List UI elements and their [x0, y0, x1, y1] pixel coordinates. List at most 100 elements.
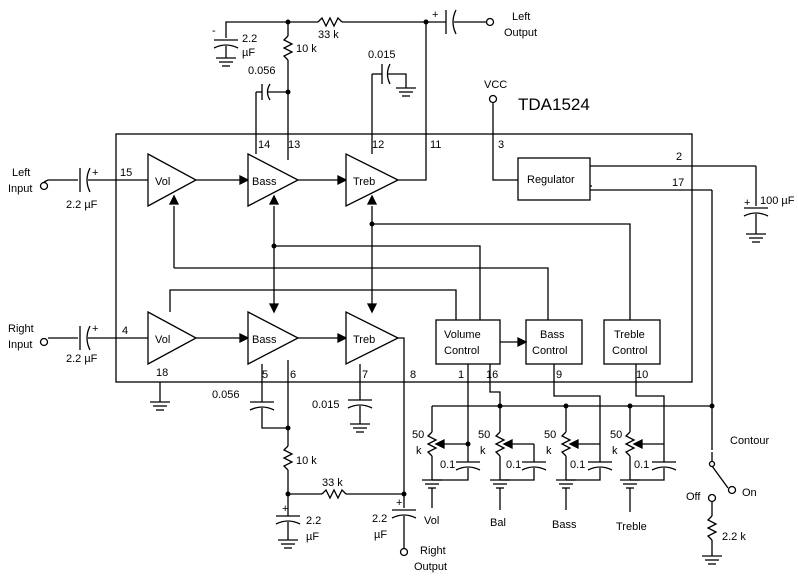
bass-potentiometer: [560, 431, 572, 457]
vol-amp-left: [147, 152, 198, 208]
right-input-label-1: Right: [8, 323, 34, 335]
right-input-label-2: Input: [8, 339, 32, 351]
bass-pot-unit: k: [546, 445, 552, 457]
bass-control-label-2: Control: [532, 345, 567, 357]
bass-amp-left-label: Bass: [252, 176, 277, 188]
treble-control-block: [603, 319, 661, 365]
volume-control-label-1: Volume: [444, 329, 481, 341]
treble-pot-value: 50: [610, 429, 622, 441]
pin-18: 18: [156, 367, 168, 379]
chip-title: TDA1524: [518, 95, 590, 114]
bass-amp-right-label: Bass: [252, 334, 277, 346]
treble-control-label-2: Control: [612, 345, 647, 357]
treble-potentiometer: [624, 431, 636, 457]
vol-potentiometer: [426, 431, 438, 457]
pin-5: 5: [262, 369, 268, 381]
bass-amp-left: [247, 152, 300, 208]
pin-14: 14: [258, 139, 270, 151]
vcc-label: VCC: [484, 79, 507, 91]
cap-22-out-value: 2.2: [372, 513, 387, 525]
contour-off-terminal: [707, 493, 717, 503]
vol-pot-value: 50: [412, 429, 424, 441]
vcc-terminal: [488, 94, 498, 104]
svg-text:+: +: [282, 503, 288, 515]
svg-text:-: -: [212, 25, 216, 37]
pin-1: 1: [458, 369, 464, 381]
left-input-label-2: Input: [8, 183, 32, 195]
cap-22-top-unit: µF: [242, 47, 255, 59]
svg-text:+: +: [432, 9, 438, 21]
regulator-label: Regulator: [527, 174, 575, 186]
bass-control-label: Bass: [552, 519, 577, 531]
r-33k-top-label: 33 k: [318, 29, 339, 41]
vol-amp-left-label: Vol: [155, 176, 170, 188]
cap-0015-bottom-label: 0.015: [312, 399, 340, 411]
r-33k-bottom-label: 33 k: [322, 477, 343, 489]
pin-4: 4: [122, 325, 128, 337]
pin-16: 16: [486, 369, 498, 381]
right-output-terminal: [399, 547, 409, 557]
right-input-cap-label: 2.2 µF: [66, 353, 98, 365]
pin-12: 12: [372, 139, 384, 151]
treble-control-label: Treble: [616, 521, 647, 533]
contour-on-label: On: [742, 487, 757, 499]
bass-control-label-1: Bass: [540, 329, 565, 341]
cap-100uf-label: 100 µF: [760, 195, 795, 207]
pin-10: 10: [636, 369, 648, 381]
volume-control-block: [435, 319, 501, 365]
pin-7: 7: [362, 369, 368, 381]
left-input-cap-label: 2.2 µF: [66, 199, 98, 211]
volume-control-label-2: Control: [444, 345, 479, 357]
treb-amp-right-label: Treb: [353, 334, 375, 346]
vol-control-label: Vol: [424, 515, 439, 527]
pin-9: 9: [556, 369, 562, 381]
treb-amp-left: [345, 152, 400, 208]
left-input-label-1: Left: [12, 167, 30, 179]
vol-pot-unit: k: [416, 445, 422, 457]
pin-6: 6: [290, 369, 296, 381]
right-output-label-2: Output: [414, 561, 447, 573]
contour-switch[interactable]: [711, 465, 729, 489]
contour-on-terminal: [727, 485, 737, 495]
bal-control-label: Bal: [490, 517, 506, 529]
pin-15: 15: [120, 167, 132, 179]
contour-label: Contour: [730, 435, 769, 447]
treble-cap-label: 0.1: [634, 459, 649, 471]
bass-amp-right: [247, 310, 300, 366]
cap-22-out-unit: µF: [374, 529, 387, 541]
treb-amp-right: [345, 310, 400, 366]
pin-3: 3: [498, 139, 504, 151]
right-input-terminal: [39, 337, 49, 347]
bass-cap-label: 0.1: [570, 459, 585, 471]
r-10k-bottom-label: 10 k: [296, 455, 317, 467]
cap-22-bottom-value: 2.2: [306, 515, 321, 527]
vol-amp-right-label: Vol: [155, 334, 170, 346]
pin-11: 11: [430, 139, 441, 151]
treble-pot-unit: k: [612, 445, 618, 457]
cap-22-top-value: 2.2: [242, 33, 257, 45]
pin-17: 17: [672, 177, 684, 189]
treble-control-label-1: Treble: [614, 329, 645, 341]
bass-control-block: [525, 319, 583, 365]
bass-pot-value: 50: [544, 429, 556, 441]
bal-pot-unit: k: [480, 445, 486, 457]
bal-cap-label: 0.1: [506, 459, 521, 471]
treb-amp-left-label: Treb: [353, 176, 375, 188]
bal-pot-value: 50: [478, 429, 490, 441]
pin-8: 8: [410, 369, 416, 381]
r-2-2k-label: 2.2 k: [722, 531, 746, 543]
cap-0056-bottom-label: 0.056: [212, 389, 240, 401]
left-output-terminal: [485, 17, 495, 27]
pin-2: 2: [676, 151, 682, 163]
left-output-label-2: Output: [504, 27, 537, 39]
svg-text:+: +: [396, 497, 402, 509]
pin-13: 13: [288, 139, 300, 151]
contour-off-label: Off: [686, 491, 701, 503]
left-output-label-1: Left: [512, 11, 530, 23]
r-10k-top-label: 10 k: [296, 43, 317, 55]
bal-potentiometer: [494, 431, 506, 457]
cap-0015-top-label: 0.015: [368, 49, 396, 61]
svg-text:+: +: [744, 197, 750, 209]
right-output-label-1: Right: [420, 545, 446, 557]
